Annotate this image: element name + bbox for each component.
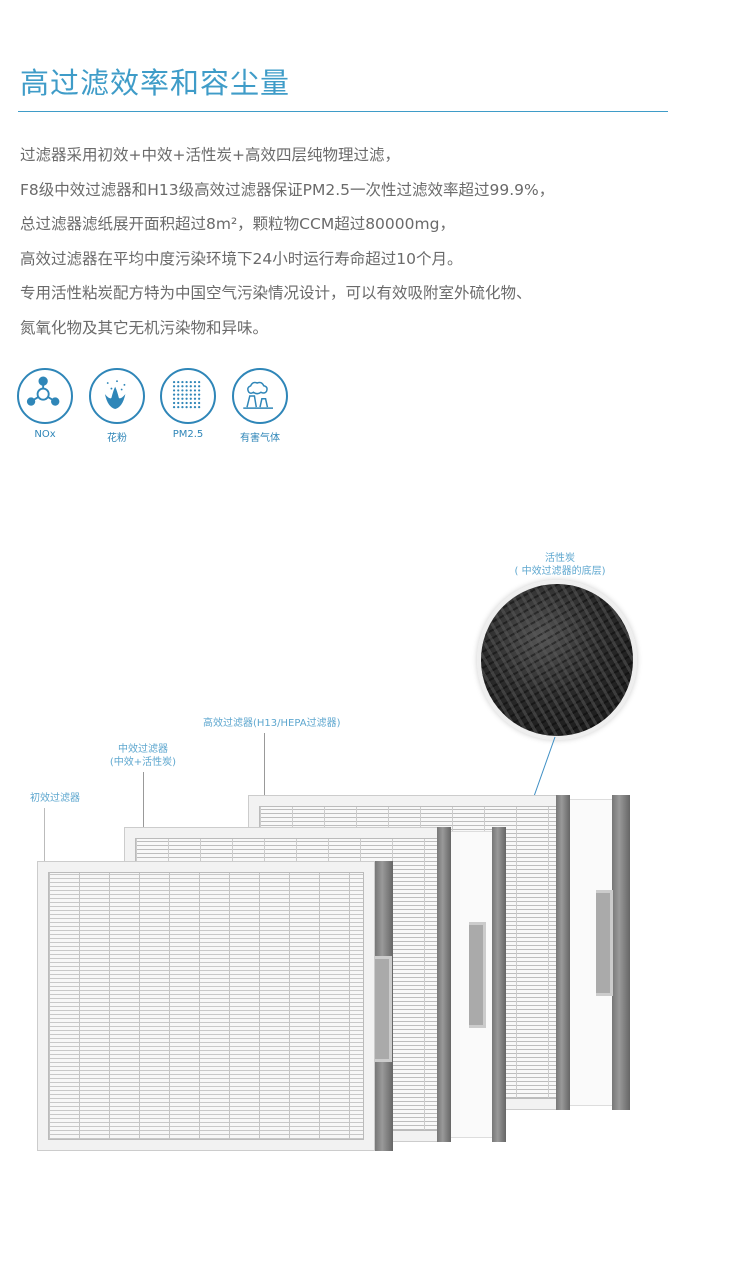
particle-dot [181, 393, 184, 396]
particle-dot [185, 389, 188, 392]
particle-dot [172, 380, 176, 384]
particle-dot [177, 389, 180, 392]
particle-dot [172, 406, 176, 409]
particle-dot [172, 393, 176, 396]
harmful-gas-icon [232, 368, 288, 424]
particle-dot [177, 397, 180, 400]
particle-dot [181, 385, 184, 388]
particle-dot [189, 380, 192, 384]
particle-dot [198, 380, 201, 384]
particle-dot [172, 389, 176, 392]
particle-dot [185, 406, 188, 409]
description-line: F8级中效过滤器和H13级高效过滤器保证PM2.5一次性过滤效率超过99.9%， [20, 180, 555, 199]
description: 过滤器采用初效+中效+活性炭+高效四层纯物理过滤， F8级中效过滤器和H13级高… [20, 138, 700, 345]
particle-dot [177, 406, 180, 409]
nox-icon [17, 368, 73, 424]
medium-label: 中效过滤器 (中效+活性炭) [108, 743, 178, 769]
icon-label: 有害气体 [240, 433, 280, 444]
particle-dot [181, 406, 184, 409]
particle-dot [177, 393, 180, 396]
particle-dot [172, 397, 176, 400]
primary-label: 初效过滤器 [30, 793, 80, 804]
carbon-label-text: 活性炭 [545, 553, 575, 564]
particle-dot [185, 401, 188, 405]
particle-dot [198, 385, 201, 388]
particle-dot [193, 393, 197, 396]
hepa-pointer-line [264, 733, 265, 828]
icon-label: 花粉 [107, 433, 127, 444]
particle-dot [185, 380, 188, 384]
particle-dot [198, 393, 201, 396]
carbon-label: 活性炭 ( 中效过滤器的底层) [505, 552, 615, 578]
particle-dot [189, 406, 192, 409]
description-line: 总过滤器滤纸展开面积超过8m²，颗粒物CCM超过80000mg， [20, 215, 455, 233]
particle-dot [198, 397, 201, 400]
primary-filter [37, 861, 393, 1151]
activated-carbon-image [477, 580, 637, 740]
particle-dot [198, 401, 201, 405]
particle-dot [193, 385, 197, 388]
description-line: 专用活性粘炭配方特为中国空气污染情况设计，可以有效吸附室外硫化物、 [20, 284, 532, 302]
section-title: 高过滤效率和容尘量 [20, 66, 291, 100]
primary-pointer-line [44, 808, 45, 898]
particle-dot [189, 385, 192, 388]
title-divider [18, 111, 668, 112]
carbon-sublabel-text: ( 中效过滤器的底层) [514, 566, 606, 577]
particle-dot [181, 380, 184, 384]
hepa-label: 高效过滤器(H13/HEPA过滤器) [203, 718, 341, 729]
particle-dot [172, 401, 176, 405]
medium-sublabel-text: (中效+活性炭) [109, 757, 177, 768]
particle-dot [177, 385, 180, 388]
particle-dot [193, 397, 197, 400]
particle-dot [193, 401, 197, 405]
particle-dot [189, 397, 192, 400]
pollen-icon [89, 368, 145, 424]
particle-dot [189, 389, 192, 392]
particle-dot [185, 393, 188, 396]
description-line: 高效过滤器在平均中度污染环境下24小时运行寿命超过10个月。 [20, 249, 463, 268]
particle-dot [193, 380, 197, 384]
particle-dot [185, 385, 188, 388]
icon-label: NOx [34, 429, 56, 440]
description-line: 过滤器采用初效+中效+活性炭+高效四层纯物理过滤， [20, 146, 400, 164]
particle-dot [181, 389, 184, 392]
description-line: 氮氧化物及其它无机污染物和异味。 [20, 318, 269, 337]
particle-dot [172, 385, 176, 388]
particle-dot [177, 401, 180, 405]
particle-dot [177, 380, 180, 384]
particle-dot [185, 397, 188, 400]
particle-dot [189, 393, 192, 396]
particle-dot [193, 389, 197, 392]
particle-dot [193, 406, 197, 409]
medium-label-text: 中效过滤器 [118, 744, 168, 755]
icon-label: PM2.5 [172, 429, 204, 440]
particle-dot [189, 401, 192, 405]
particle-dot [181, 401, 184, 405]
medium-pointer-line [143, 772, 144, 862]
pm25-icon [160, 368, 216, 424]
particle-dot [198, 406, 201, 409]
particle-dot [198, 389, 201, 392]
particle-dot [181, 397, 184, 400]
